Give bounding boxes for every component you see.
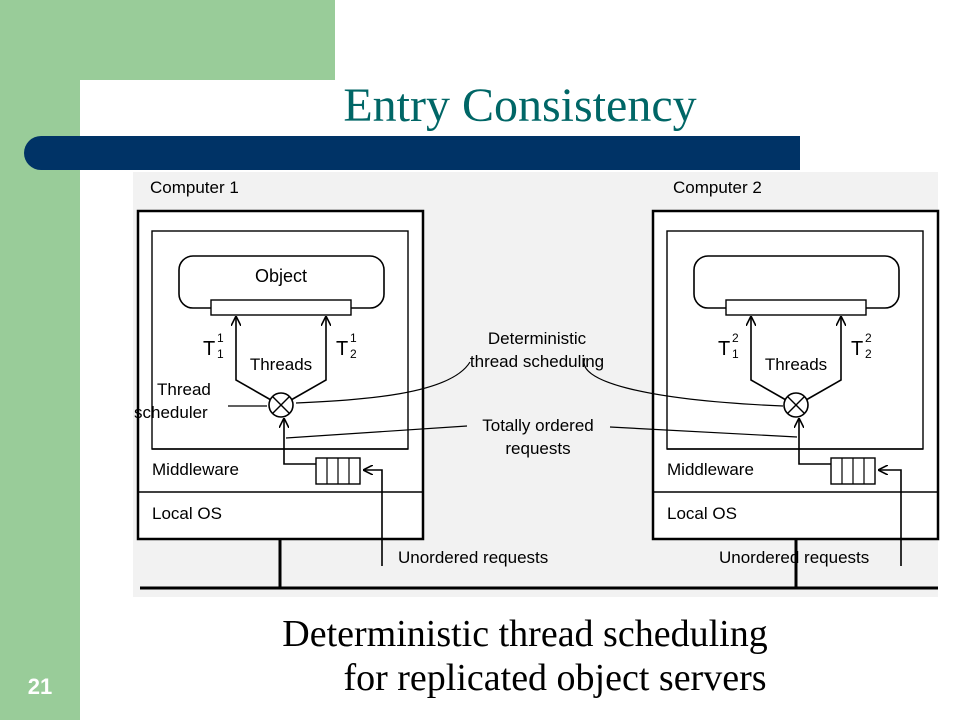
threads-1-label: Threads <box>250 355 312 374</box>
svg-text:thread scheduling: thread scheduling <box>470 352 604 371</box>
top-green-band <box>0 0 335 80</box>
thread-scheduler-label: Thread <box>157 380 211 399</box>
left-green-band <box>0 0 80 720</box>
unordered-requests-2-label: Unordered requests <box>719 548 869 567</box>
caption-line-1: Deterministic thread scheduling <box>282 613 768 655</box>
svg-text:1: 1 <box>350 331 357 345</box>
middleware-2-label: Middleware <box>667 460 754 479</box>
slide-number: 21 <box>27 674 53 699</box>
svg-text:2: 2 <box>865 347 872 361</box>
local-os-2-label: Local OS <box>667 504 737 523</box>
thread-t22-label: T <box>851 338 863 360</box>
thread-t11-label: T <box>203 338 215 360</box>
svg-text:scheduler: scheduler <box>134 403 208 422</box>
thread-t21-label: T <box>718 338 730 360</box>
slide-title: Entry Consistency <box>343 79 697 132</box>
threads-2-label: Threads <box>765 355 827 374</box>
middleware-1-label: Middleware <box>152 460 239 479</box>
svg-text:2: 2 <box>350 347 357 361</box>
thread-t12-label: T <box>336 338 348 360</box>
caption-line-2: for replicated object servers <box>343 657 767 699</box>
svg-text:2: 2 <box>865 331 872 345</box>
svg-text:2: 2 <box>732 331 739 345</box>
title-bar <box>24 136 800 170</box>
object-1-interface <box>210 299 352 316</box>
svg-text:1: 1 <box>217 331 224 345</box>
object-2-interface <box>725 299 867 316</box>
local-os-1-label: Local OS <box>152 504 222 523</box>
object-1-label: Object <box>255 266 307 286</box>
computer-2-label: Computer 2 <box>673 178 762 197</box>
svg-text:requests: requests <box>505 439 570 458</box>
svg-text:1: 1 <box>217 347 224 361</box>
slide-caption: Deterministic thread scheduling for repl… <box>180 612 870 700</box>
unordered-requests-1-label: Unordered requests <box>398 548 548 567</box>
totally-ordered-label: Totally ordered <box>482 416 594 435</box>
deterministic-scheduling-label: Deterministic <box>488 329 587 348</box>
svg-text:1: 1 <box>732 347 739 361</box>
computer-1-label: Computer 1 <box>150 178 239 197</box>
